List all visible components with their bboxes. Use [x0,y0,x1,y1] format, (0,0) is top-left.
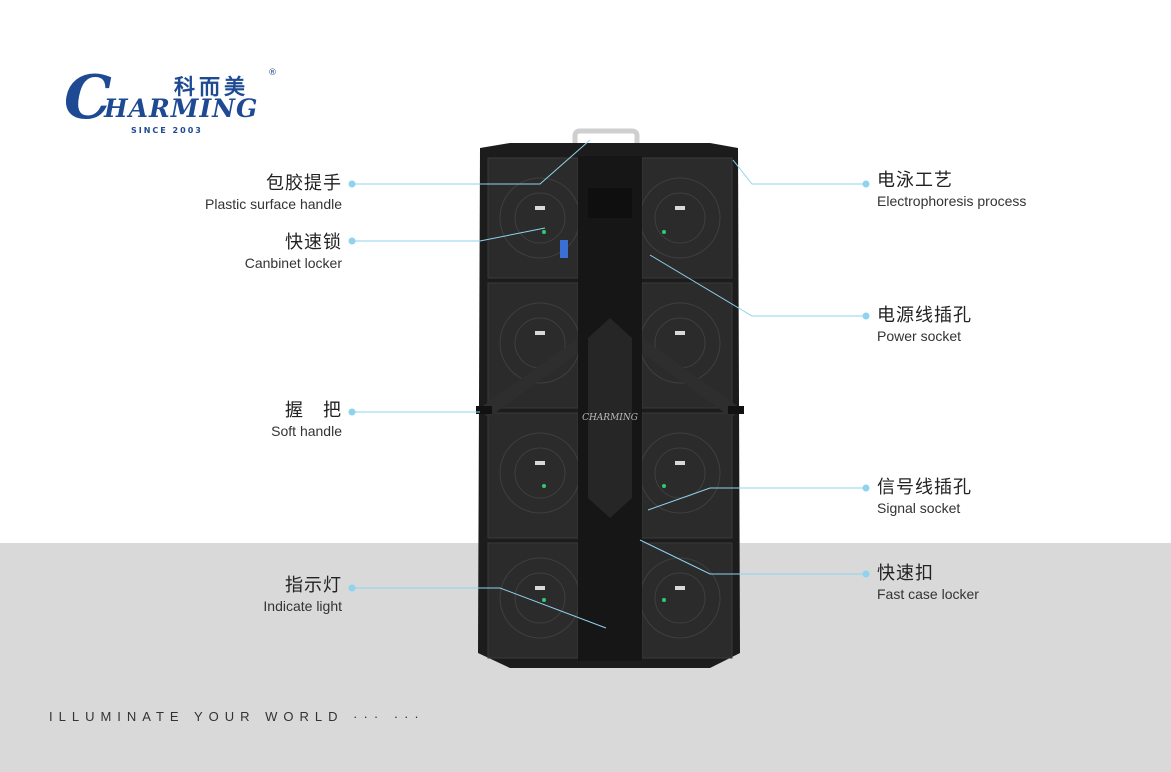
callout-en-label: Electrophoresis process [877,193,1027,209]
callout-en-label: Power socket [877,328,962,344]
callout-zh-label: 电泳工艺 [877,170,953,191]
cabinet-center-logo: CHARMING [582,413,638,423]
callout-en-label: Indicate light [263,598,342,614]
logo-since: SINCE 2003 [131,126,203,135]
callout-zh-label: 电源线插孔 [877,305,972,326]
callout-signal-socket: 信号线插孔 Signal socket [877,477,972,517]
logo-chinese-name: 科而美 [174,75,249,99]
callout-zh-label: 握 把 [285,400,342,421]
led-cabinet-image: CHARMING [476,128,744,668]
callout-power-socket: 电源线插孔 Power socket [877,305,972,345]
callout-en-label: Signal socket [877,500,961,516]
logo-wordmark: HARMING [104,94,259,123]
callout-zh-label: 信号线插孔 [877,477,972,498]
callout-fast-case-locker: 快速扣 Fast case locker [877,563,979,603]
registered-mark: ® [268,68,277,78]
callout-en-label: Soft handle [271,423,342,439]
callout-en-label: Plastic surface handle [205,196,342,212]
callout-zh-label: 快速锁 [285,232,342,253]
callout-indicate-light: 指示灯 Indicate light [263,575,342,615]
callout-zh-label: 指示灯 [285,575,342,596]
logo-initial: C [64,63,112,133]
callout-soft-handle: 握 把 Soft handle [271,400,342,440]
callout-cabinet-locker: 快速锁 Canbinet locker [245,232,342,272]
callout-zh-label: 包胶提手 [266,173,342,194]
callout-en-label: Canbinet locker [244,255,342,271]
callout-electrophoresis: 电泳工艺 Electrophoresis process [877,170,1026,210]
callout-en-label: Fast case locker [877,586,979,602]
brand-logo: C 科而美 ® HARMING SINCE 2003 [64,66,284,146]
tagline: ILLUMINATE YOUR WORLD ··· ··· [49,709,425,724]
callout-plastic-handle: 包胶提手 Plastic surface handle [205,173,342,213]
callout-zh-label: 快速扣 [877,563,934,584]
